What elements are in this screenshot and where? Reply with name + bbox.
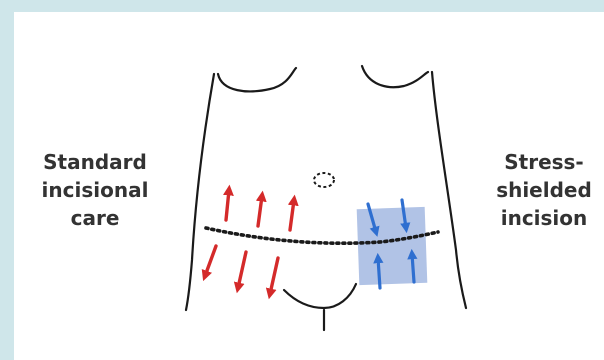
- left-shoulder-curve: [218, 68, 296, 91]
- tension-arrow-down-2: [238, 252, 246, 288]
- stress-shield-patch: [357, 207, 428, 285]
- navel-icon: [314, 173, 334, 187]
- tension-arrows-icon: [205, 190, 294, 294]
- shield-arrow-up-1: [378, 258, 380, 288]
- tension-arrow-down-1: [205, 246, 216, 276]
- groin-curve: [284, 284, 356, 308]
- tension-arrow-down-3: [270, 258, 278, 294]
- tension-arrow-up-2: [258, 196, 262, 226]
- tension-arrow-up-1: [226, 190, 229, 220]
- left-flank: [186, 74, 214, 310]
- right-flank: [432, 72, 466, 308]
- right-shoulder-curve: [362, 66, 428, 87]
- tension-arrow-up-3: [290, 200, 294, 230]
- shield-arrow-up-2: [412, 254, 414, 282]
